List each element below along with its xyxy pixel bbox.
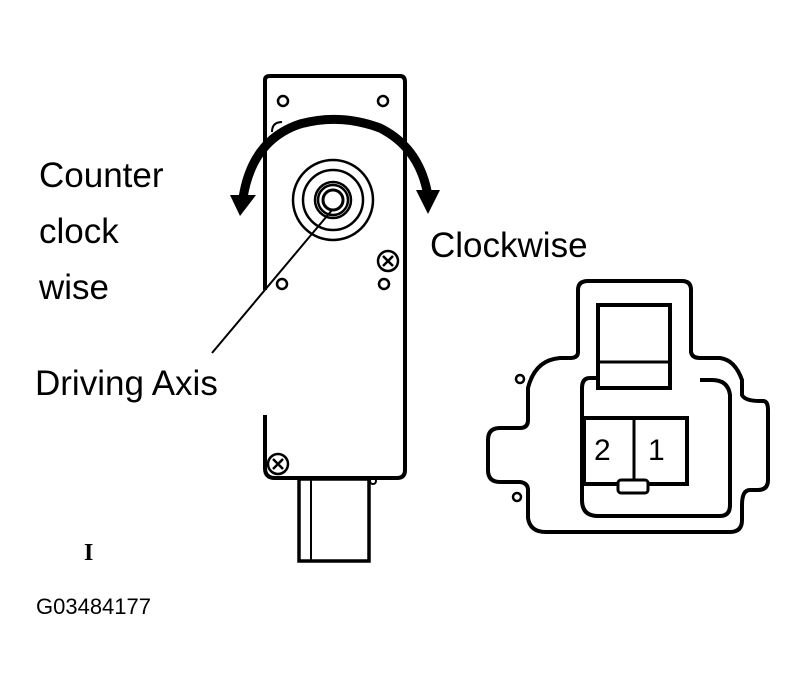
connector-face: [486, 279, 770, 534]
figure-marker: I: [84, 540, 94, 566]
driving-axis-label: Driving Axis: [35, 364, 218, 403]
clockwise-label: Clockwise: [430, 226, 588, 265]
terminal-2-label: 2: [594, 434, 611, 467]
actuator-body: [211, 74, 407, 563]
screw-icon: [266, 452, 290, 476]
counterclockwise-label-line3: wise: [39, 268, 110, 307]
driving-axis-shaft: [291, 158, 375, 242]
terminal-1-label: 1: [648, 434, 665, 467]
rotation-arrow-icon: [230, 114, 440, 216]
driving-axis-leader-line: [211, 209, 333, 354]
screw-icon: [376, 249, 400, 273]
figure-code: G03484177: [36, 594, 151, 619]
actuator-plug: [297, 477, 377, 563]
counterclockwise-label-line1: Counter: [39, 156, 164, 195]
counterclockwise-label-line2: clock: [39, 212, 119, 251]
